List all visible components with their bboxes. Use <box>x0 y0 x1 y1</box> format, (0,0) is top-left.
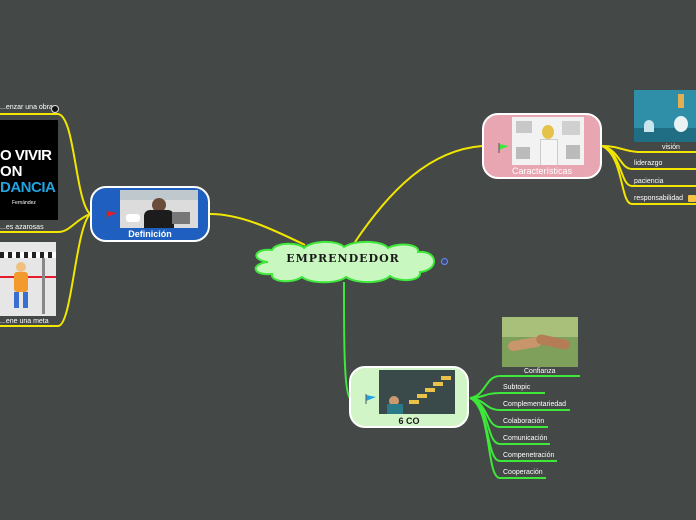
line-car-responsabilidad <box>601 145 696 205</box>
book-title-line-2: ON <box>0 163 23 180</box>
line-central-definicion <box>209 213 306 246</box>
book-cover-image: O VIVIR ON DANCIA Fernández <box>0 120 58 220</box>
seis-co-child-colaboracion[interactable]: Colaboración <box>503 418 545 425</box>
seis-co-child-confianza[interactable]: Confianza <box>524 368 556 375</box>
seis-co-child-comunicacion[interactable]: Comunicación <box>503 435 548 442</box>
line-def-azarosas <box>0 213 91 233</box>
collapse-toggle-icon[interactable] <box>441 258 448 265</box>
flag-icon <box>365 394 376 404</box>
book-author: Fernández <box>12 200 36 206</box>
central-node[interactable] <box>246 240 442 284</box>
seis-co-title: 6 CO <box>398 416 420 426</box>
seis-co-node[interactable]: 6 CO <box>349 366 469 428</box>
runner-finish-image <box>0 242 56 316</box>
line-co-confianza <box>469 375 580 399</box>
seis-co-child-complementariedad[interactable]: Complementariedad <box>503 401 567 408</box>
cloud-shape <box>254 240 435 284</box>
handshake-image <box>502 317 578 367</box>
definicion-child-meta[interactable]: ...ene una meta <box>0 318 49 325</box>
definicion-node[interactable]: Definición <box>90 186 210 242</box>
line-central-caracteristicas <box>354 145 483 243</box>
steps-success-image <box>379 370 455 414</box>
seis-co-child-compenetracion[interactable]: Compenetración <box>503 452 555 459</box>
caracteristicas-child-liderazgo[interactable]: liderazgo <box>634 160 663 167</box>
line-car-vision <box>601 145 696 153</box>
central-title: EMPRENDEDOR <box>286 252 400 265</box>
line-def-obra <box>0 113 91 215</box>
caracteristicas-child-responsabilidad[interactable]: responsabilidad <box>634 195 684 202</box>
definicion-title: Definición <box>128 229 172 239</box>
vision-image <box>634 90 696 142</box>
book-title-line-3: DANCIA <box>0 179 56 196</box>
caracteristicas-child-paciencia[interactable]: paciencia <box>634 178 664 185</box>
line-central-seisco <box>343 281 351 399</box>
note-icon <box>51 105 59 113</box>
woman-ideas-image <box>512 117 584 165</box>
line-def-meta <box>0 213 91 327</box>
seis-co-child-cooperacion[interactable]: Cooperación <box>503 469 543 476</box>
caracteristicas-child-vision[interactable]: visión <box>662 144 680 151</box>
caracteristicas-node[interactable]: Características <box>482 113 602 179</box>
flag-icon <box>106 210 117 220</box>
seis-co-child-subtopic[interactable]: Subtopic <box>503 384 531 391</box>
note-icon <box>688 195 696 202</box>
flag-icon <box>498 143 509 153</box>
line-co-cooperacion <box>469 397 546 479</box>
definicion-child-azarosas[interactable]: ...es azarosas <box>0 224 44 231</box>
book-title-line-1: O VIVIR <box>0 147 52 164</box>
line-co-subtopic <box>469 392 545 399</box>
businessman-image <box>120 190 198 228</box>
caracteristicas-title: Características <box>511 166 573 176</box>
definicion-child-obra[interactable]: ...enzar una obra <box>0 104 53 111</box>
